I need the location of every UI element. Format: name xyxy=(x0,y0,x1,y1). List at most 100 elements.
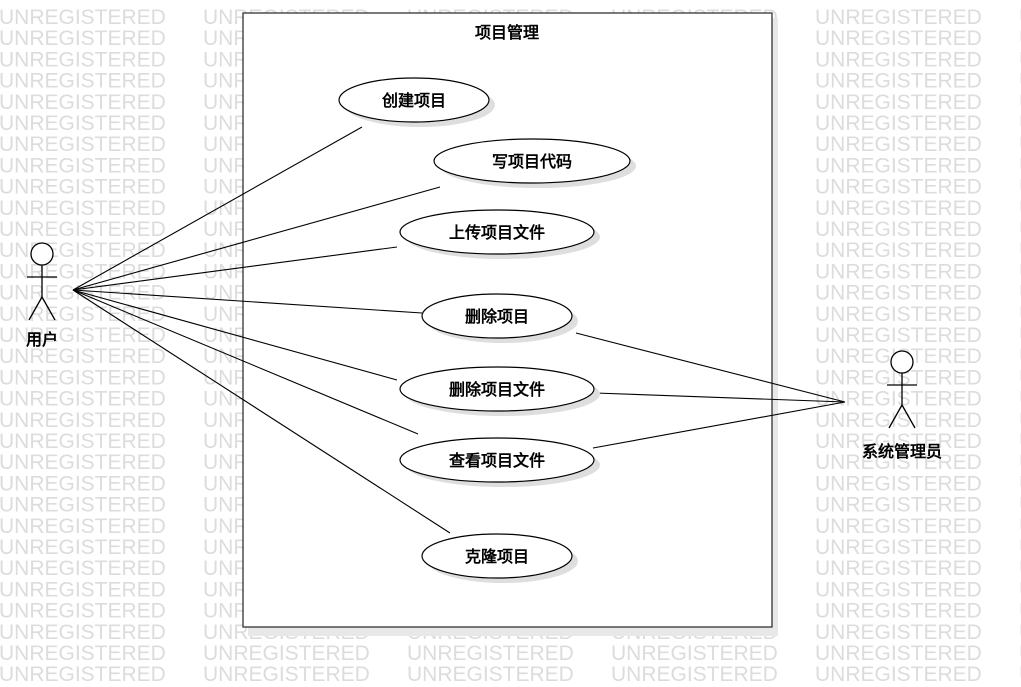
watermark-text: UNREGISTERED xyxy=(0,536,166,559)
watermark-text: UNREGISTERED xyxy=(407,642,574,665)
association-admin-delete-project xyxy=(575,332,846,403)
use-case-upload-files[interactable]: 上传项目文件 xyxy=(399,209,600,259)
watermark-text: UNREGISTERED xyxy=(1019,578,1021,601)
watermark-text: UNREGISTERED xyxy=(0,366,166,389)
watermark-text: UNREGISTERED xyxy=(815,324,982,347)
watermark-text: UNREGISTERED xyxy=(815,70,982,93)
watermark-text: UNREGISTERED xyxy=(0,324,166,347)
actor-admin[interactable]: 系统管理员 xyxy=(862,350,942,461)
actor-leg-icon xyxy=(901,404,916,429)
watermark-text: UNREGISTERED xyxy=(815,557,982,580)
watermark-text: UNREGISTERED xyxy=(611,642,778,665)
watermark-text: UNREGISTERED xyxy=(1019,409,1021,432)
watermark-text: UNREGISTERED xyxy=(815,48,982,71)
association-admin-view-files xyxy=(592,401,846,449)
watermark-text: UNREGISTERED xyxy=(0,409,166,432)
watermark-text: UNREGISTERED xyxy=(1019,282,1021,305)
association-user-upload-files xyxy=(72,246,398,291)
watermark-text: UNREGISTERED xyxy=(815,133,982,156)
watermark-text: UNREGISTERED xyxy=(611,663,778,686)
use-case-write-code[interactable]: 写项目代码 xyxy=(433,138,636,188)
watermark-text: UNREGISTERED xyxy=(815,303,982,326)
watermark-text: UNREGISTERED xyxy=(0,515,166,538)
watermark-text: UNREGISTERED xyxy=(1019,197,1021,220)
watermark-text: UNREGISTERED xyxy=(815,663,982,686)
watermark-text: UNREGISTERED xyxy=(1019,176,1021,199)
actor-label: 系统管理员 xyxy=(862,442,942,461)
watermark-text: UNREGISTERED xyxy=(815,494,982,517)
actor-leg-icon xyxy=(888,404,903,429)
watermark-text: UNREGISTERED xyxy=(0,663,166,686)
watermark-text: UNREGISTERED xyxy=(815,388,982,411)
watermark-text: UNREGISTERED xyxy=(1019,472,1021,495)
use-case-label: 删除项目文件 xyxy=(449,380,545,399)
watermark-text: UNREGISTERED xyxy=(1019,536,1021,559)
watermark-text: UNREGISTERED xyxy=(1019,663,1021,686)
watermark-text: UNREGISTERED xyxy=(1019,303,1021,326)
association-user-write-code xyxy=(72,186,441,291)
watermark-text: UNREGISTERED xyxy=(0,133,166,156)
watermark-text: UNREGISTERED xyxy=(203,663,370,686)
use-case-label: 上传项目文件 xyxy=(449,223,545,242)
watermark-text: UNREGISTERED xyxy=(0,642,166,665)
watermark-text: UNREGISTERED xyxy=(1019,388,1021,411)
watermark-text: UNREGISTERED xyxy=(1019,451,1021,474)
watermark-text: UNREGISTERED xyxy=(815,176,982,199)
actor-user[interactable]: 用户 xyxy=(26,242,58,349)
watermark-text: UNREGISTERED xyxy=(1019,6,1021,29)
actor-label: 用户 xyxy=(26,330,58,349)
association-user-delete-files xyxy=(72,289,398,381)
association-admin-delete-files xyxy=(594,392,846,403)
use-case-delete-files[interactable]: 删除项目文件 xyxy=(399,366,600,416)
watermark-text: UNREGISTERED xyxy=(815,621,982,644)
watermark-text: UNREGISTERED xyxy=(815,27,982,50)
use-case-create-project[interactable]: 创建项目 xyxy=(338,77,495,127)
use-case-delete-project[interactable]: 删除项目 xyxy=(421,293,578,343)
watermark-text: UNREGISTERED xyxy=(815,409,982,432)
watermark-text: UNREGISTERED xyxy=(1019,642,1021,665)
use-case-label: 克隆项目 xyxy=(465,547,529,566)
association-user-clone-project xyxy=(72,289,451,534)
watermark-text: UNREGISTERED xyxy=(1019,133,1021,156)
watermark-text: UNREGISTERED xyxy=(815,260,982,283)
watermark-text: UNREGISTERED xyxy=(815,239,982,262)
watermark-text: UNREGISTERED xyxy=(1019,600,1021,623)
watermark-text: UNREGISTERED xyxy=(0,557,166,580)
watermark-text: UNREGISTERED xyxy=(1019,260,1021,283)
watermark-text: UNREGISTERED xyxy=(815,578,982,601)
watermark-text: UNREGISTERED xyxy=(407,663,574,686)
use-case-label: 写项目代码 xyxy=(492,152,572,171)
use-case-label: 查看项目文件 xyxy=(449,451,545,470)
watermark-text: UNREGISTERED xyxy=(0,176,166,199)
watermark-text: UNREGISTERED xyxy=(815,451,982,474)
watermark-text: UNREGISTERED xyxy=(1019,515,1021,538)
watermark-text: UNREGISTERED xyxy=(0,154,166,177)
watermark-text: UNREGISTERED xyxy=(0,621,166,644)
watermark-text: UNREGISTERED xyxy=(815,536,982,559)
watermark-text: UNREGISTERED xyxy=(1019,621,1021,644)
use-case-view-files[interactable]: 查看项目文件 xyxy=(399,437,600,487)
actor-head-icon xyxy=(30,242,54,266)
use-case-clone-project[interactable]: 克隆项目 xyxy=(421,533,578,583)
watermark-text: UNREGISTERED xyxy=(1019,70,1021,93)
watermark-text: UNREGISTERED xyxy=(815,218,982,241)
watermark-text: UNREGISTERED xyxy=(0,70,166,93)
watermark-text: UNREGISTERED xyxy=(0,197,166,220)
watermark-text: UNREGISTERED xyxy=(1019,218,1021,241)
watermark-text: UNREGISTERED xyxy=(0,218,166,241)
watermark-text: UNREGISTERED xyxy=(0,260,166,283)
watermark-text: UNREGISTERED xyxy=(0,345,166,368)
watermark-text: UNREGISTERED xyxy=(0,430,166,453)
watermark-text: UNREGISTERED xyxy=(815,430,982,453)
watermark-text: UNREGISTERED xyxy=(0,494,166,517)
watermark-text: UNREGISTERED xyxy=(1019,112,1021,135)
watermark-text: UNREGISTERED xyxy=(0,112,166,135)
watermark-text: UNREGISTERED xyxy=(0,48,166,71)
system-title: 项目管理 xyxy=(475,23,539,42)
watermark-text: UNREGISTERED xyxy=(815,515,982,538)
association-user-view-files xyxy=(72,289,419,435)
watermark-text: UNREGISTERED xyxy=(815,366,982,389)
watermark-text: UNREGISTERED xyxy=(815,472,982,495)
watermark-text: UNREGISTERED xyxy=(1019,557,1021,580)
